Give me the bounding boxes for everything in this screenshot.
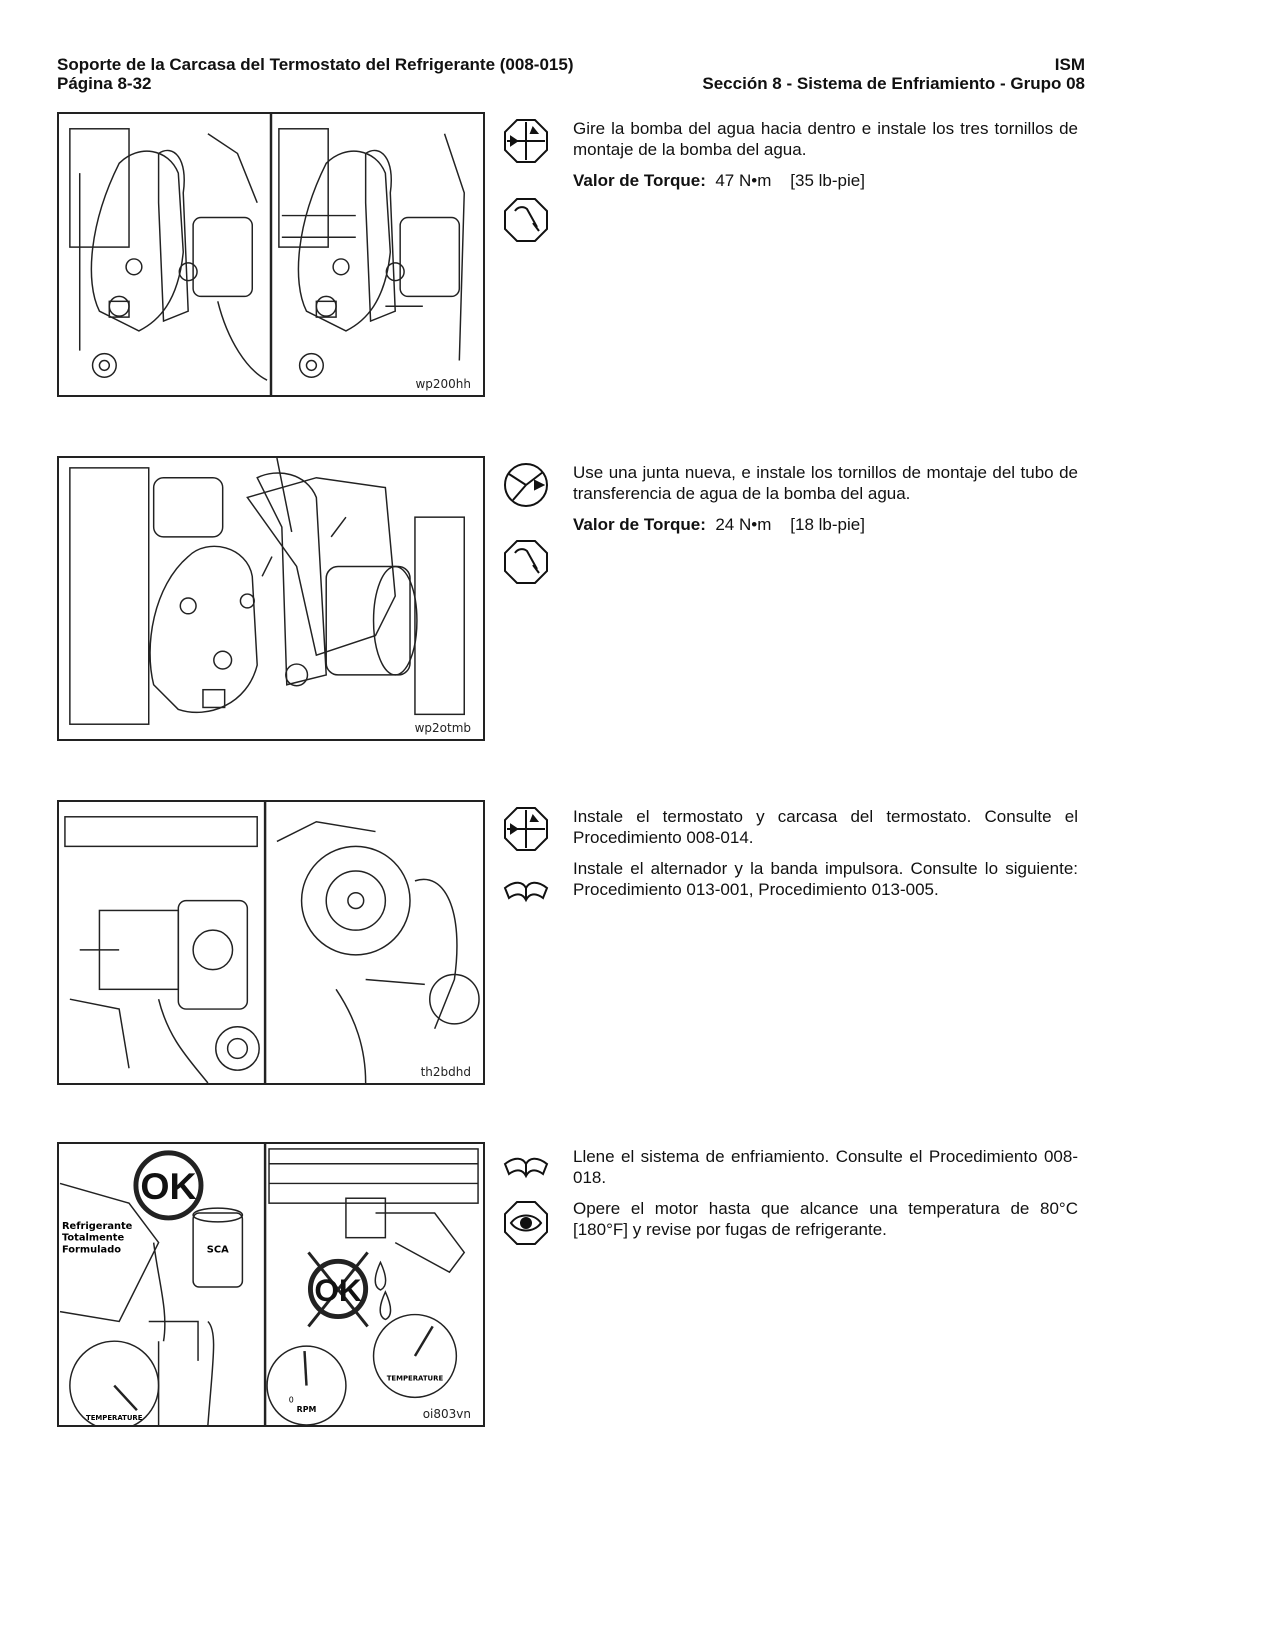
- step-4-instruction: Llene el sistema de enfriamiento. Consul…: [573, 1147, 1078, 1187]
- engine-illustration: [69, 458, 465, 725]
- torque-imperial: [35 lb-pie]: [790, 171, 865, 190]
- figure-coolant-fill-check: OK OK Refrigerante Totalmente Formulado …: [57, 1142, 485, 1427]
- step-2-instruction: Use una junta nueva, e instale los torni…: [573, 463, 1078, 503]
- torque-label: Valor de Torque:: [573, 171, 706, 190]
- step-3-instruction: Instale el termostato y carcasa del term…: [573, 807, 1078, 847]
- figure-code: wp2otmb: [412, 721, 473, 735]
- filter-label: SCA: [207, 1244, 229, 1255]
- step-4-instruction-2: Opere el motor hasta que alcance una tem…: [573, 1199, 1078, 1239]
- step-1-instruction: Gire la bomba del agua hacia dentro e in…: [573, 119, 1078, 159]
- engine-model: ISM: [1054, 55, 1085, 74]
- document-title: Soporte de la Carcasa del Termostato del…: [57, 55, 574, 74]
- step-1-text: Gire la bomba del agua hacia dentro e in…: [573, 118, 1078, 201]
- page-number: Página 8-32: [57, 74, 152, 93]
- step-4-text: Llene el sistema de enfriamiento. Consul…: [573, 1146, 1078, 1250]
- coolant-label-line-3: Formulado: [62, 1244, 121, 1255]
- figure-code: oi803vn: [420, 1407, 473, 1421]
- temp-gauge-label-right: TEMPERATURE: [387, 1375, 444, 1383]
- reference-book-icon: [503, 1146, 549, 1180]
- not-ok-symbol-text: OK: [314, 1272, 362, 1308]
- torque-value: 47 N•m: [715, 171, 772, 190]
- reference-book-icon: [503, 870, 549, 904]
- step-2-text: Use una junta nueva, e instale los torni…: [573, 462, 1078, 545]
- install-icon: [503, 118, 549, 164]
- section-title: Sección 8 - Sistema de Enfriamiento - Gr…: [702, 74, 1085, 93]
- figure-water-pump-install: wp200hh: [57, 112, 485, 397]
- torque-label: Valor de Torque:: [573, 515, 706, 534]
- torque-imperial: [18 lb-pie]: [790, 515, 865, 534]
- figure-code: wp200hh: [413, 377, 473, 391]
- figure-thermostat-alternator: th2bdhd: [57, 800, 485, 1085]
- step-2-torque: Valor de Torque: 24 N•m [18 lb-pie]: [573, 514, 1078, 535]
- ok-symbol-text: OK: [140, 1165, 196, 1207]
- torque-wrench-icon: [503, 197, 549, 243]
- figure-transfer-tube-install: wp2otmb: [57, 456, 485, 741]
- temp-gauge-label: TEMPERATURE: [86, 1414, 143, 1422]
- engine-illustration: [69, 114, 465, 395]
- torque-wrench-icon: [503, 539, 549, 585]
- step-1-torque: Valor de Torque: 47 N•m [35 lb-pie]: [573, 170, 1078, 191]
- install-icon: [503, 806, 549, 852]
- coolant-label-line-2: Totalmente: [62, 1233, 125, 1244]
- figure-code: th2bdhd: [418, 1065, 473, 1079]
- step-3-instruction-2: Instale el alternador y la banda impulso…: [573, 859, 1078, 899]
- install-part-icon: [503, 462, 549, 508]
- inspect-eye-icon: [503, 1200, 549, 1246]
- rpm-zero-label: 0: [289, 1395, 294, 1404]
- rpm-gauge-label: RPM: [297, 1405, 317, 1414]
- torque-value: 24 N•m: [715, 515, 772, 534]
- engine-illustration: [64, 802, 480, 1083]
- coolant-illustration: OK OK Refrigerante Totalmente Formulado …: [59, 1144, 479, 1425]
- coolant-label-line-1: Refrigerante: [62, 1221, 133, 1232]
- step-3-text: Instale el termostato y carcasa del term…: [573, 806, 1078, 910]
